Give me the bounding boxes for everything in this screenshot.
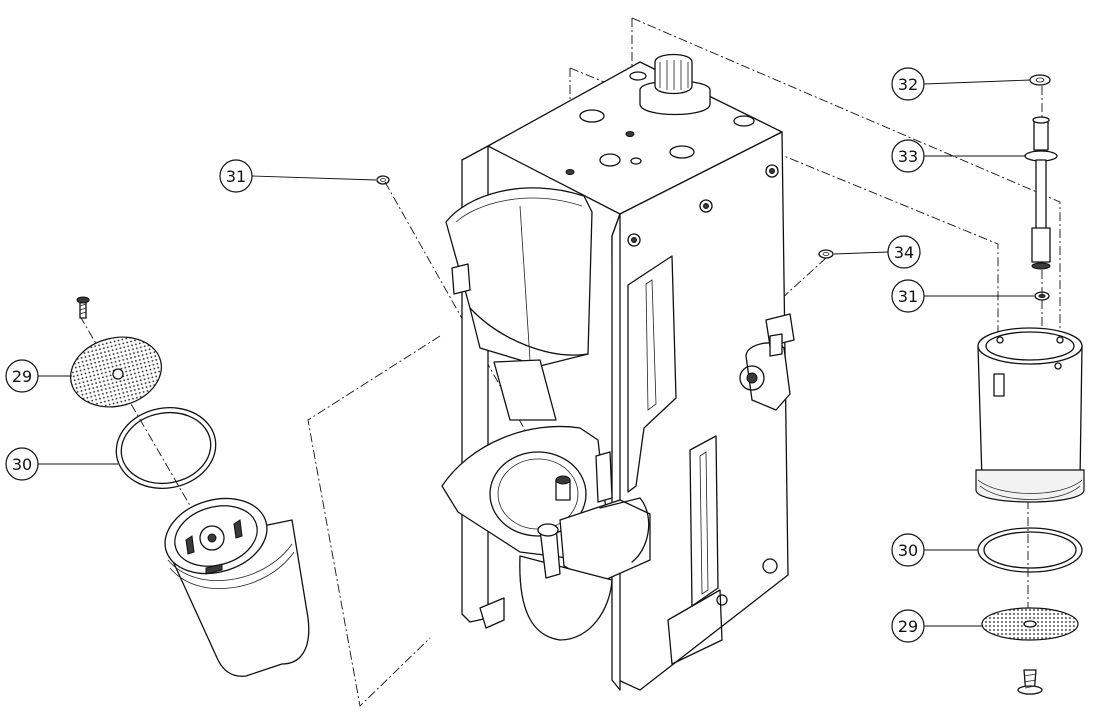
right-washer-31: [1034, 291, 1050, 301]
callout-label: 34: [894, 243, 914, 262]
callout-label: 30: [898, 541, 918, 560]
right-washer-34: [818, 249, 834, 259]
left-small-washer: [376, 175, 390, 185]
callout-label: 32: [898, 75, 918, 94]
brew-group-assembly: [441, 425, 651, 641]
callout-label: 30: [12, 455, 32, 474]
pump-assembly: [739, 313, 795, 411]
right-o-ring: [977, 527, 1083, 573]
left-o-ring: [115, 407, 217, 489]
callout-32: 32: [891, 67, 925, 101]
right-washer-32: [1029, 74, 1051, 86]
callout-label: 31: [898, 287, 918, 306]
callout-30-right: 30: [891, 533, 925, 567]
left-filter-screen: [70, 296, 162, 408]
right-filter-screen: [981, 607, 1079, 695]
callout-label: 29: [12, 367, 32, 386]
callout-label: 29: [898, 617, 918, 636]
callout-30-left: 30: [5, 447, 39, 481]
callout-29-left: 29: [5, 359, 39, 393]
callout-29-right: 29: [891, 609, 925, 643]
right-shaft-33: [1024, 116, 1058, 270]
leader-lines: [38, 79, 1034, 627]
left-cylinder: [164, 497, 310, 677]
callout-33: 33: [891, 139, 925, 173]
callout-34: 34: [887, 235, 921, 269]
callout-31-left: 31: [219, 159, 253, 193]
callout-31-right: 31: [891, 279, 925, 313]
callout-label: 33: [898, 147, 918, 166]
hopper-funnel: [445, 187, 593, 421]
callout-label: 31: [226, 167, 246, 186]
right-cylinder: [975, 327, 1085, 503]
